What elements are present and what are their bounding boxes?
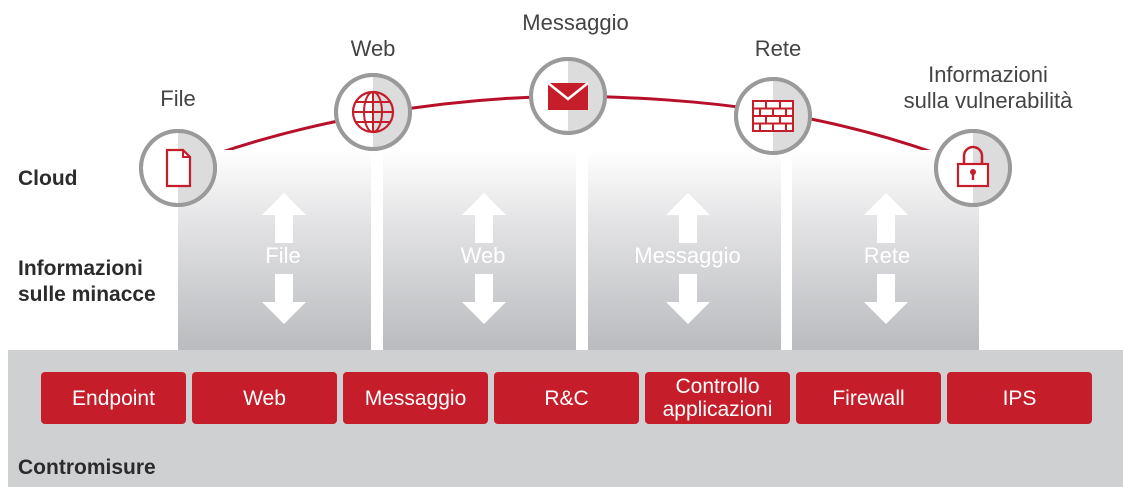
top-label-network: Rete [754, 36, 802, 61]
countermeasure-ips[interactable]: IPS [947, 372, 1092, 424]
top-label-file: File [160, 86, 196, 111]
up-arrow-icon [262, 193, 306, 243]
up-arrow-icon [864, 193, 908, 243]
countermeasure-web[interactable]: Web [192, 372, 337, 424]
down-arrow-icon [864, 274, 908, 324]
column-label-network: Rete [863, 243, 911, 268]
top-label-web: Web [350, 36, 396, 61]
top-label-message: Messaggio [522, 10, 629, 35]
column-label-file: File [265, 243, 301, 268]
side-label-threat-info: Informazioni sulle minacce [18, 257, 156, 306]
down-arrow-icon [462, 274, 506, 324]
countermeasure-app-control[interactable]: Controllo applicazioni [645, 372, 790, 424]
countermeasure-firewall[interactable]: Firewall [796, 372, 941, 424]
countermeasure-rc[interactable]: R&C [494, 372, 639, 424]
column-label-message: Messaggio [634, 243, 741, 268]
side-label-cloud: Cloud [18, 167, 78, 190]
envelope-icon [529, 57, 607, 135]
file-icon [139, 129, 217, 207]
countermeasure-endpoint[interactable]: Endpoint [41, 372, 186, 424]
down-arrow-icon [666, 274, 710, 324]
up-arrow-icon [666, 193, 710, 243]
side-label-countermeasures: Contromisure [18, 456, 156, 479]
firewall-icon [734, 77, 812, 155]
top-label-vulnerability: Informazioni sulla vulnerabilità [903, 62, 1073, 113]
column-label-web: Web [460, 243, 506, 268]
up-arrow-icon [462, 193, 506, 243]
countermeasure-message[interactable]: Messaggio [343, 372, 488, 424]
globe-icon [334, 73, 412, 151]
down-arrow-icon [262, 274, 306, 324]
lock-icon [934, 129, 1012, 207]
